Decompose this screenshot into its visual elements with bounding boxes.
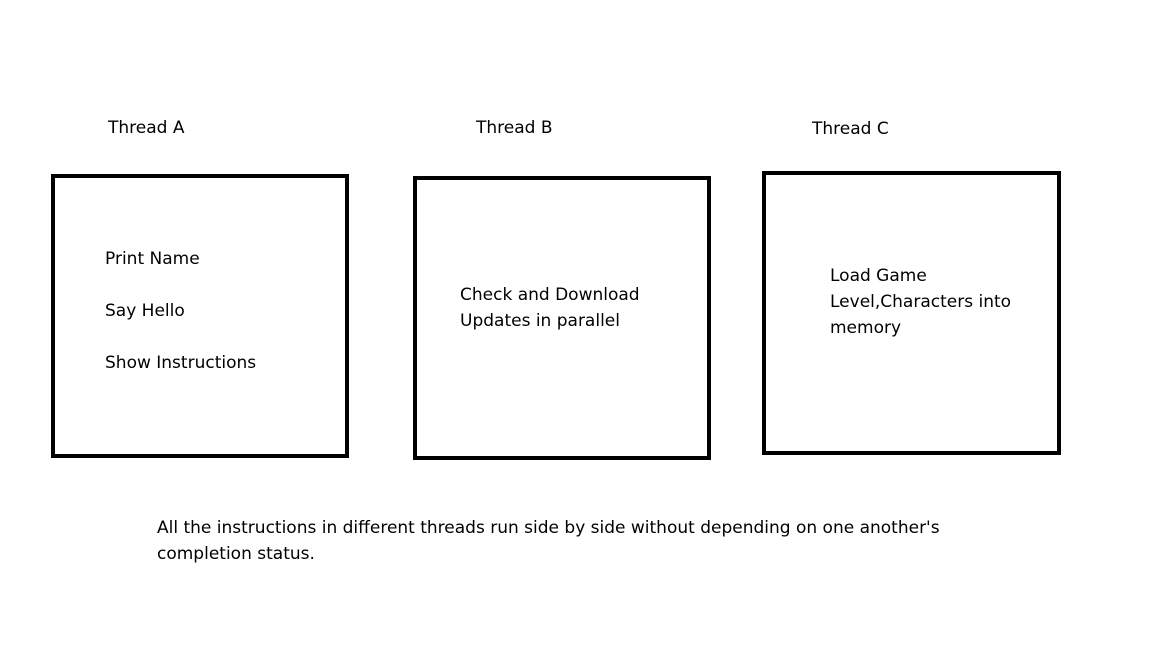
caption-line: completion status. [157,544,315,564]
thread-b-title: Thread B [476,118,553,138]
thread-a-tasks: Print Name Say Hello Show Instructions [105,246,256,376]
thread-b-task-line: Check and Download [460,285,640,305]
thread-c-title: Thread C [812,119,889,139]
thread-a-task-print-name: Print Name [105,249,200,269]
caption-line: All the instructions in different thread… [157,518,940,538]
thread-b-box: Check and Download Updates in parallel [413,176,711,460]
thread-a-title: Thread A [108,118,185,138]
thread-c-task-line: Load Game [830,266,927,286]
thread-b-task-line: Updates in parallel [460,311,620,331]
thread-a-task-say-hello: Say Hello [105,301,185,321]
thread-a-task-show-instructions: Show Instructions [105,353,257,373]
thread-b-task: Check and Download Updates in parallel [460,282,640,334]
thread-c-task-line: Level,Characters into [830,292,1012,312]
thread-c-box: Load Game Level,Characters into memory [762,171,1061,455]
thread-a-box: Print Name Say Hello Show Instructions [51,174,349,458]
thread-c-task: Load Game Level,Characters into memory [830,263,1011,341]
caption: All the instructions in different thread… [157,515,940,567]
thread-c-task-line: memory [830,318,902,338]
